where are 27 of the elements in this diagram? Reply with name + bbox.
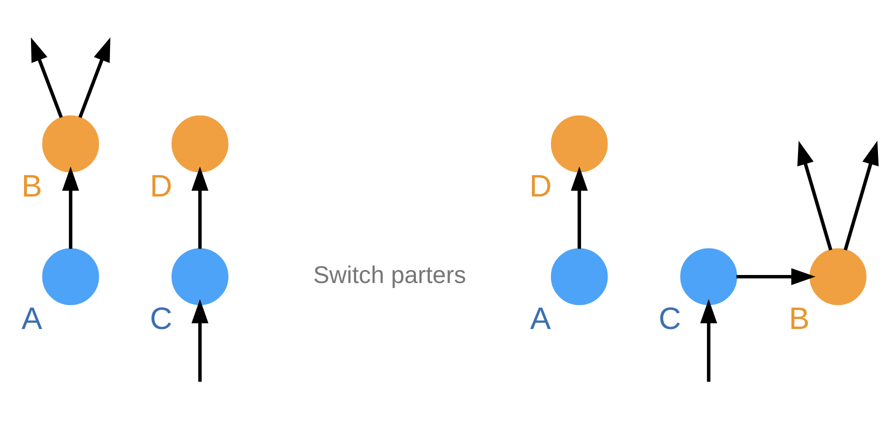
arrow [62, 166, 80, 249]
label: Switch parters [313, 262, 466, 290]
node-circle [680, 248, 738, 306]
node-circle [172, 115, 228, 172]
node-circle [810, 248, 866, 306]
arrow [30, 37, 63, 118]
arrow [78, 37, 110, 118]
arrow [191, 299, 208, 382]
arrow [736, 268, 816, 286]
node-circle [42, 115, 100, 172]
node-label: B [21, 168, 42, 204]
node-circle [42, 248, 100, 306]
node-circle [550, 248, 608, 306]
arrow [570, 166, 588, 249]
node-label: A [21, 301, 42, 336]
node-label: B [788, 301, 810, 336]
arrow [191, 166, 208, 249]
node-label: C [658, 301, 682, 336]
node-circle [172, 248, 228, 306]
node-label: D [529, 168, 552, 204]
arrow [844, 140, 879, 250]
node-label: A [530, 301, 551, 336]
node-circle [550, 115, 608, 172]
arrow [700, 299, 718, 382]
node-label: D [150, 168, 172, 204]
arrow [797, 140, 832, 250]
node-label: C [150, 301, 172, 336]
